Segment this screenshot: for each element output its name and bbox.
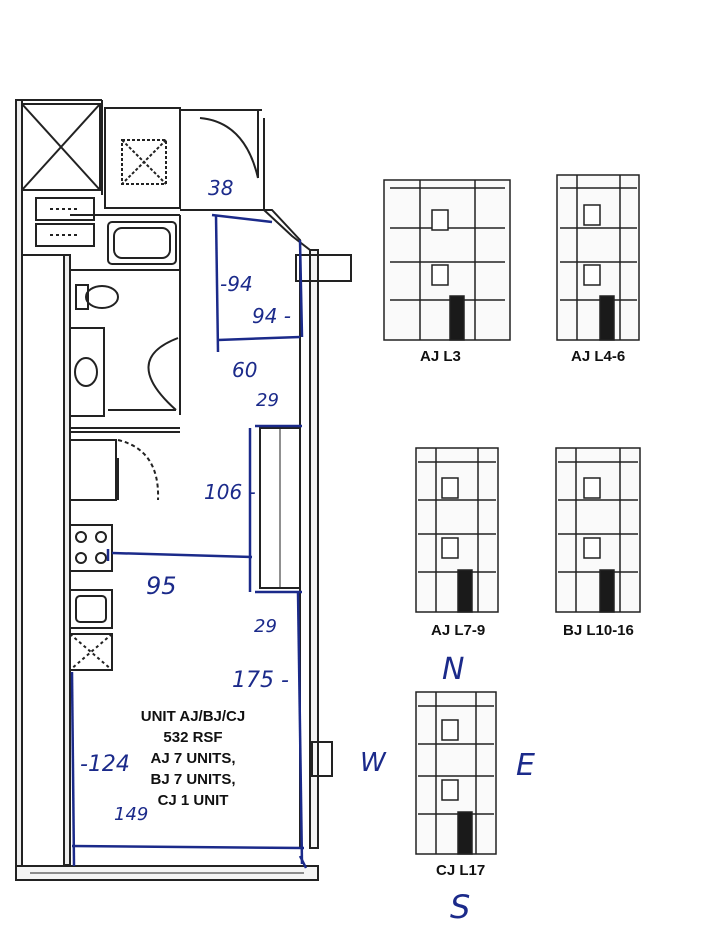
unit-info-line-2: 532 RSF bbox=[163, 729, 223, 746]
fridge bbox=[69, 439, 117, 501]
key-plan-aj-l4-6 bbox=[556, 174, 640, 341]
dishwasher bbox=[69, 633, 113, 671]
key-plan-label-cj-l17: CJ L17 bbox=[436, 862, 486, 879]
key-plan-label-aj-l4-6: AJ L4-6 bbox=[571, 348, 626, 365]
shower-closet bbox=[104, 107, 181, 209]
dim-line-175 bbox=[296, 591, 304, 865]
compass-south: S bbox=[450, 888, 471, 926]
unit-info-line-5: CJ 1 UNIT bbox=[157, 792, 229, 809]
dim-label-94-horizontal: 94 - bbox=[252, 304, 292, 328]
dim-label-95: 95 bbox=[146, 572, 177, 600]
key-plan-label-bj-l10-16: BJ L10-16 bbox=[563, 622, 634, 639]
dim-label-60: 60 bbox=[232, 358, 258, 382]
key-plans bbox=[383, 174, 641, 855]
dim-line-95 bbox=[111, 551, 253, 559]
cooktop bbox=[69, 524, 113, 572]
dim-label-149: 149 bbox=[114, 804, 149, 825]
key-plan-label-aj-l7-9: AJ L7-9 bbox=[431, 622, 486, 639]
dim-line-124 bbox=[70, 671, 76, 867]
dim-label-29-bottom: 29 bbox=[254, 616, 277, 637]
entry-door-swing bbox=[199, 117, 259, 179]
small-box-2 bbox=[35, 223, 95, 247]
dim-line-94-vertical bbox=[214, 214, 220, 353]
dim-line-94-east bbox=[298, 239, 304, 338]
toilet-bowl bbox=[85, 285, 119, 309]
unit-info-line-4: BJ 7 UNITS, bbox=[150, 771, 236, 788]
key-plan-aj-l7-9 bbox=[415, 447, 499, 613]
unit-info-line-3: AJ 7 UNITS, bbox=[150, 750, 236, 767]
dim-label-175: 175 - bbox=[232, 668, 289, 693]
compass-east: E bbox=[516, 748, 535, 783]
east-wall bbox=[309, 249, 319, 849]
dim-label-94-vertical: -94 bbox=[220, 272, 253, 296]
unit-info-line-1: UNIT AJ/BJ/CJ bbox=[140, 708, 246, 725]
dimension-lines bbox=[70, 213, 308, 869]
fridge-door-swing bbox=[117, 439, 160, 501]
dim-label-106: 106 - bbox=[204, 480, 256, 504]
key-plan-bj-l10-16 bbox=[555, 447, 641, 613]
dim-label-38: 38 bbox=[208, 176, 234, 200]
small-box-1 bbox=[35, 197, 95, 221]
west-wall bbox=[15, 99, 23, 881]
kitchen-sink bbox=[69, 589, 113, 629]
shower-drain bbox=[121, 139, 167, 185]
east-protrusion-bottom bbox=[311, 741, 333, 777]
key-plan-cj-l17 bbox=[415, 691, 497, 855]
compass-west: W bbox=[360, 748, 386, 778]
dim-line-149 bbox=[71, 844, 305, 850]
sink bbox=[74, 357, 98, 387]
bath-door-swing bbox=[147, 337, 179, 411]
bathtub bbox=[107, 221, 177, 265]
key-plan-label-aj-l3: AJ L3 bbox=[420, 348, 461, 365]
unit-info-block: UNIT AJ/BJ/CJ 532 RSF AJ 7 UNITS, BJ 7 U… bbox=[118, 706, 268, 811]
dim-line-38 bbox=[211, 213, 273, 224]
toilet-tank bbox=[75, 284, 89, 310]
dim-line-60 bbox=[217, 335, 301, 342]
shaft-box bbox=[21, 103, 101, 191]
vanity bbox=[69, 327, 105, 417]
compass-north: N bbox=[442, 652, 465, 687]
dim-label-124: -124 bbox=[80, 752, 130, 777]
key-plan-aj-l3 bbox=[383, 179, 511, 341]
dim-label-29-top: 29 bbox=[256, 390, 279, 411]
east-protrusion-top bbox=[295, 254, 352, 282]
